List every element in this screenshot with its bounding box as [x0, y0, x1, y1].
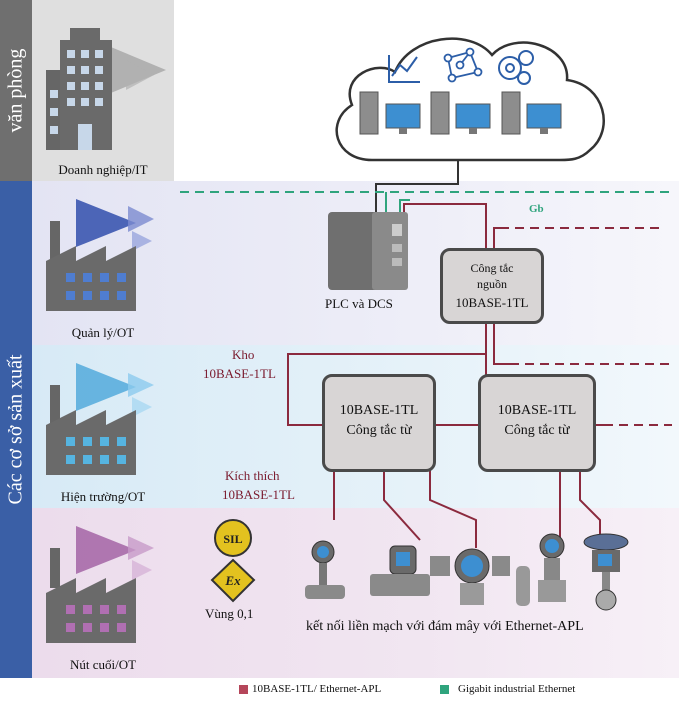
legend-apl-swatch	[239, 685, 248, 694]
power-switch-line2: nguồn	[477, 277, 507, 291]
power-switch-box: Công tắc nguồn 10BASE-1TL	[440, 248, 544, 324]
gear-icon	[498, 50, 534, 85]
factory-icon	[46, 526, 154, 643]
field-switch-2-line2: Công tắc từ	[504, 423, 570, 438]
chart-icon	[388, 55, 420, 83]
plant-bar: Các cơ sở sản xuất	[0, 181, 32, 678]
power-switch-line1: Công tắc	[470, 261, 514, 275]
transmitter-icon	[430, 548, 510, 605]
field-switch-2-box: 10BASE-1TL Công tắc từ	[478, 374, 596, 472]
transmitter-icon	[370, 545, 430, 596]
field-switch-1-line1: 10BASE-1TL	[339, 403, 419, 418]
office-bar: văn phòng	[0, 0, 32, 181]
level-enterprise: Doanh nghiệp/IT	[58, 162, 148, 177]
spur-label-1: Kích thích	[225, 468, 280, 483]
power-switch-line3: 10BASE-1TL	[455, 295, 529, 310]
trunk-label-1: Kho	[232, 347, 255, 362]
band-endnode	[32, 508, 679, 678]
field-switch-1-box: 10BASE-1TL Công tắc từ	[322, 374, 436, 472]
plc-label: PLC và DCS	[325, 296, 393, 311]
cloud-caption: kết nối liền mạch với đám mây với Ethern…	[306, 619, 584, 634]
plc-icon	[328, 212, 408, 290]
spur-label-2: 10BASE-1TL	[222, 487, 295, 502]
sil-badge-icon: SIL	[214, 519, 252, 557]
ex-badge-icon: Ex	[210, 558, 256, 603]
gb-label: Gb	[529, 203, 544, 215]
legend-gigabit-swatch	[440, 685, 449, 694]
level-icons	[46, 28, 166, 643]
valve-icon	[583, 533, 629, 611]
level-field: Hiện trường/OT	[60, 489, 146, 504]
building-icon	[46, 28, 166, 150]
sil-text: SIL	[223, 532, 242, 546]
legend-gigabit-label: Gigabit industrial Ethernet	[458, 683, 576, 695]
factory-icon	[46, 199, 154, 311]
factory-icon	[46, 363, 154, 475]
network-icon	[443, 47, 483, 83]
zone-label: Vùng 0,1	[205, 606, 254, 621]
level-management: Quản lý/OT	[71, 325, 135, 340]
valve-icon	[516, 533, 566, 606]
monitor-icon	[385, 103, 562, 134]
level-endnode: Nút cuối/OT	[69, 657, 137, 672]
server-icon	[359, 91, 521, 135]
trunk-label-2: 10BASE-1TL	[203, 366, 276, 381]
field-switch-1-line2: Công tắc từ	[346, 423, 412, 438]
transmitter-icon	[305, 540, 345, 599]
ex-text: Ex	[224, 573, 241, 588]
field-switch-2-line1: 10BASE-1TL	[497, 403, 577, 418]
legend-apl-label: 10BASE-1TL/ Ethernet-APL	[252, 683, 382, 695]
